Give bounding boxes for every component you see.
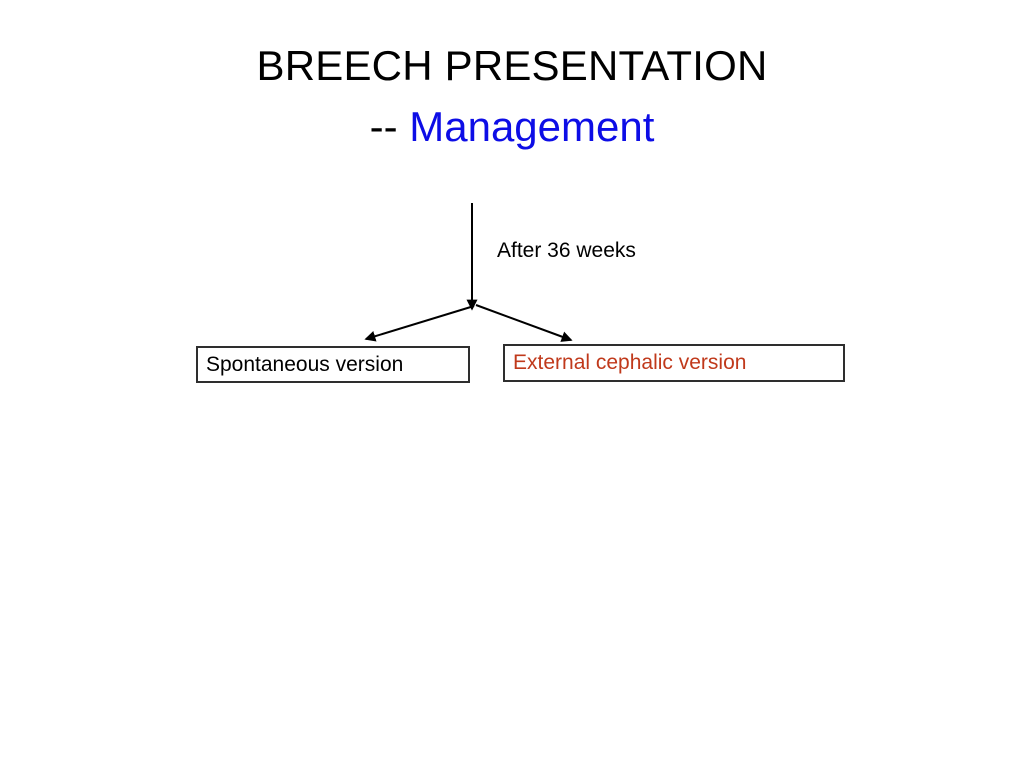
title-dash-prefix: --: [369, 102, 410, 150]
title-line-secondary: -- Management: [0, 97, 1024, 158]
timing-label: After 36 weeks: [497, 239, 636, 262]
title-accent-word: Management: [409, 102, 655, 150]
title-line-primary: BREECH PRESENTATION: [256, 42, 768, 89]
node-external-cephalic-version-label: External cephalic version: [513, 351, 747, 374]
branch-arrow-left: [364, 305, 475, 342]
node-spontaneous-version[interactable]: Spontaneous version: [196, 346, 470, 383]
branch-arrow-right: [475, 304, 573, 342]
node-spontaneous-version-label: Spontaneous version: [206, 352, 404, 376]
slide-title: BREECH PRESENTATION -- Management: [0, 36, 1024, 158]
node-external-cephalic-version[interactable]: External cephalic version: [503, 344, 845, 382]
